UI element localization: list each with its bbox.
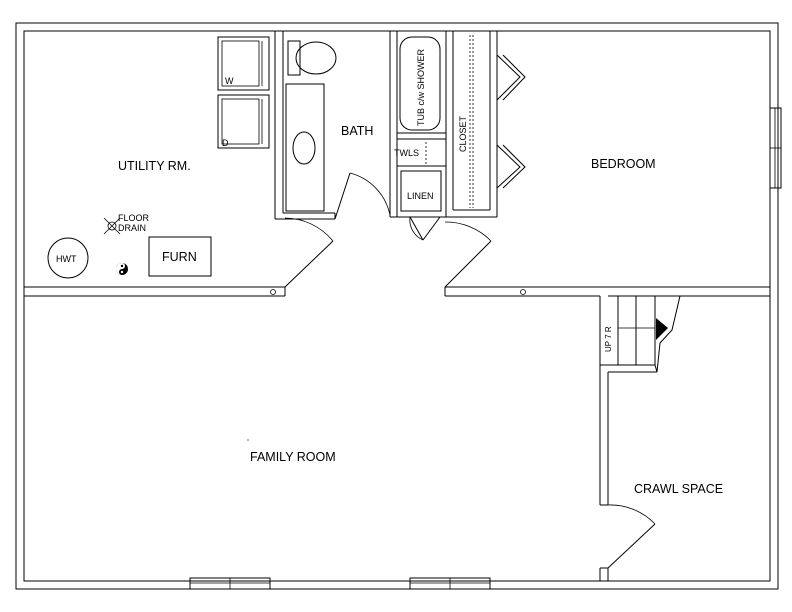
stairs [600, 295, 681, 373]
crawl-space-walls [599, 296, 609, 581]
window-right [769, 107, 782, 189]
crawl-space-door [607, 504, 656, 569]
hot-water-tank-label: HWT [56, 254, 77, 264]
window-bottom-right [409, 577, 491, 590]
vanity-sink [285, 83, 325, 212]
toilet [287, 40, 337, 76]
floor-drain-icon [103, 217, 121, 235]
furnace [148, 236, 212, 277]
family-room-label: FAMILY ROOM [250, 450, 336, 464]
closet-label: CLOSET [458, 115, 468, 152]
hot-water-tank [47, 237, 89, 279]
linen-door [409, 216, 441, 241]
linen-label: LINEN [407, 191, 434, 201]
bedroom-door [444, 221, 492, 288]
stairs-label: UP 7 R [604, 326, 613, 352]
furnace-label: FURN [162, 250, 197, 264]
utility-room-label: UTILITY RM. [118, 159, 191, 173]
dryer-label: D [222, 138, 229, 148]
washer-label: W [225, 76, 234, 86]
tub-shower [399, 36, 441, 131]
washer [217, 36, 270, 91]
dryer [217, 94, 270, 149]
partition-wall-horizontal [24, 286, 770, 297]
bedroom-label: BEDROOM [591, 157, 656, 171]
bath-room-label: BATH [341, 124, 373, 138]
floor-drain-label-line1: FLOOR [118, 213, 150, 223]
sump-pump-icon [116, 263, 128, 275]
floor-drain-label-line2: DRAIN [118, 223, 146, 233]
crawl-space-label: CRAWL SPACE [634, 482, 723, 496]
tub-shower-label: TUB c/w SHOWER [416, 48, 426, 126]
bath-door [334, 172, 391, 220]
window-bottom-left [189, 577, 271, 590]
closet [445, 31, 498, 218]
towels-label: TWLS [394, 148, 419, 158]
utility-door [284, 217, 334, 288]
closet-bifold-doors [496, 54, 526, 189]
utility-bath-wall [274, 31, 336, 220]
